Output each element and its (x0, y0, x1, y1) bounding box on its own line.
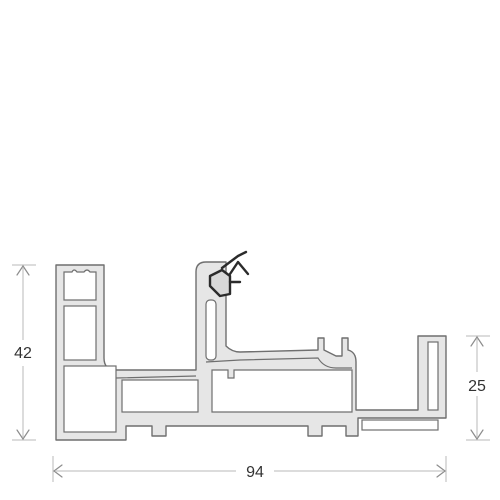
profile-chambers (63, 269, 439, 433)
gasket-lip-top (220, 250, 248, 270)
overall-height-label: 42 (14, 345, 32, 362)
chamber-top-left (63, 269, 97, 301)
profile-internal-web (115, 357, 352, 379)
gasket-seal (208, 250, 250, 298)
dimension-overall-width: 94 (52, 456, 447, 482)
chamber-upright-slot (205, 299, 217, 361)
gasket-lip-arm (228, 260, 250, 276)
chamber-right-upright (427, 341, 439, 411)
gasket-body (208, 268, 232, 298)
chamber-bottom-left (63, 365, 117, 433)
profile-cross-section (55, 261, 447, 441)
right-height-label: 25 (468, 378, 486, 395)
chamber-lower-center (121, 379, 199, 413)
overall-width-label: 94 (246, 464, 264, 481)
chamber-right-main (211, 369, 353, 413)
chamber-bottom-right (361, 419, 439, 431)
chamber-middle-left (63, 305, 97, 361)
dimension-overall-height: 42 (12, 264, 36, 441)
dimension-right-height: 25 (466, 335, 490, 441)
